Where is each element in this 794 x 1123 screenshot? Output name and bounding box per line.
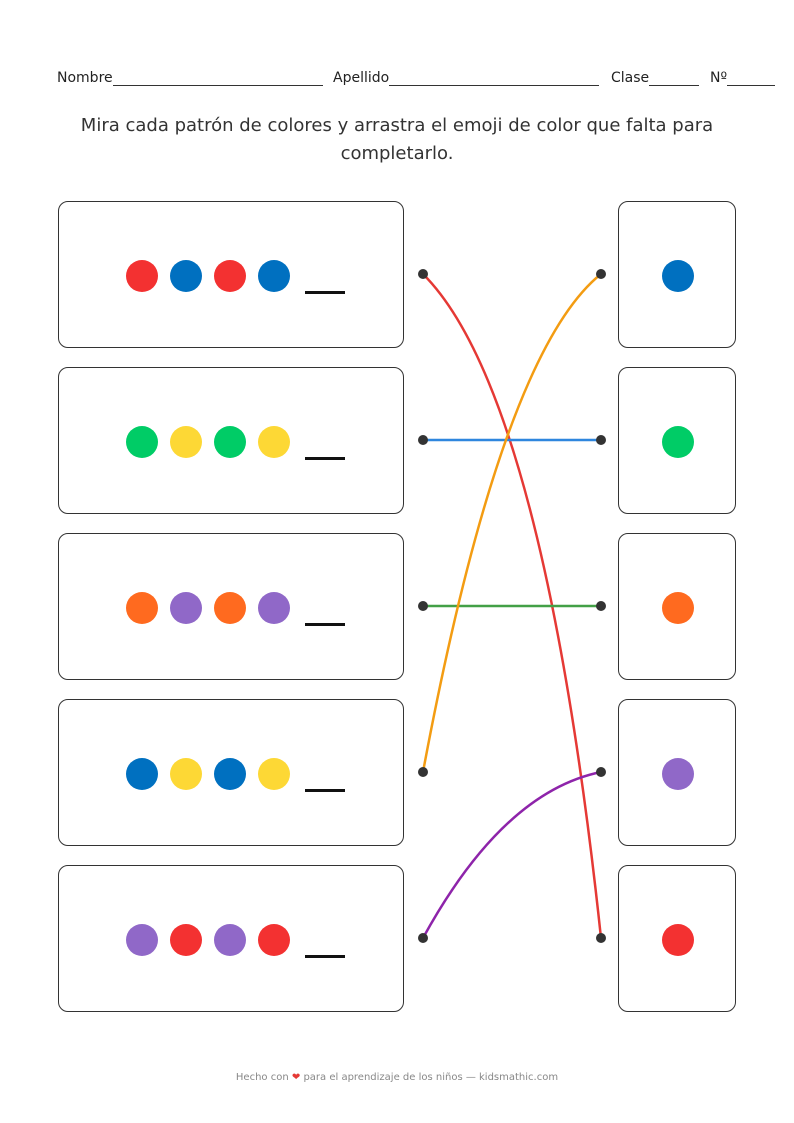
- class-field[interactable]: Clase: [611, 70, 700, 86]
- instructions: Mira cada patrón de colores y arrastra e…: [80, 115, 714, 164]
- surname-field[interactable]: Apellido: [333, 70, 600, 86]
- pattern-dot-yellow: [170, 426, 202, 458]
- pattern-dot-purple: [170, 592, 202, 624]
- pattern-dot-red: [170, 924, 202, 956]
- left-connector-dot[interactable]: [418, 933, 428, 943]
- option-box[interactable]: [618, 865, 736, 1012]
- right-connector-dot[interactable]: [596, 269, 606, 279]
- pattern-dot-orange: [126, 592, 158, 624]
- missing-blank[interactable]: [305, 955, 345, 958]
- pattern-box: [58, 865, 404, 1012]
- connection-line: [421, 273, 602, 773]
- pattern-dot-yellow: [170, 758, 202, 790]
- option-box[interactable]: [618, 201, 736, 348]
- pattern-dot-blue: [214, 758, 246, 790]
- option-box[interactable]: [618, 699, 736, 846]
- pattern-dot-red: [258, 924, 290, 956]
- pattern-dot-green: [214, 426, 246, 458]
- pattern-dot-blue: [126, 758, 158, 790]
- option-dot-orange[interactable]: [662, 592, 694, 624]
- pattern-box: [58, 533, 404, 680]
- pattern-dot-purple: [126, 924, 158, 956]
- name-label: Nombre: [57, 70, 113, 86]
- connection-line: [421, 770, 602, 939]
- pattern-dot-red: [214, 260, 246, 292]
- left-connector-dot[interactable]: [418, 435, 428, 445]
- right-connector-dot[interactable]: [596, 601, 606, 611]
- missing-blank[interactable]: [305, 291, 345, 294]
- left-connector-dot[interactable]: [418, 767, 428, 777]
- pattern-dot-orange: [214, 592, 246, 624]
- pattern-box: [58, 367, 404, 514]
- footer-text-post: para el aprendizaje de los niños — kidsm…: [303, 1072, 559, 1083]
- right-connector-dot[interactable]: [596, 933, 606, 943]
- footer: Hecho con ❤ para el aprendizaje de los n…: [0, 1072, 794, 1083]
- option-dot-red[interactable]: [662, 924, 694, 956]
- heart-icon: ❤: [291, 1072, 301, 1083]
- footer-text-pre: Hecho con: [235, 1072, 289, 1083]
- pattern-dot-green: [126, 426, 158, 458]
- pattern-dot-blue: [170, 260, 202, 292]
- pattern-box: [58, 699, 404, 846]
- pattern-dot-blue: [258, 260, 290, 292]
- option-dot-blue[interactable]: [662, 260, 694, 292]
- missing-blank[interactable]: [305, 457, 345, 460]
- option-box[interactable]: [618, 533, 736, 680]
- right-connector-dot[interactable]: [596, 435, 606, 445]
- number-field[interactable]: Nº: [710, 70, 776, 86]
- class-label: Clase: [611, 70, 650, 86]
- pattern-dot-yellow: [258, 426, 290, 458]
- left-connector-dot[interactable]: [418, 269, 428, 279]
- right-connector-dot[interactable]: [596, 767, 606, 777]
- pattern-dot-red: [126, 260, 158, 292]
- missing-blank[interactable]: [305, 623, 345, 626]
- name-field[interactable]: Nombre: [57, 70, 323, 86]
- option-dot-purple[interactable]: [662, 758, 694, 790]
- pattern-dot-purple: [214, 924, 246, 956]
- pattern-dot-yellow: [258, 758, 290, 790]
- left-connector-dot[interactable]: [418, 601, 428, 611]
- connection-line: [422, 273, 603, 939]
- pattern-dot-purple: [258, 592, 290, 624]
- option-box[interactable]: [618, 367, 736, 514]
- surname-label: Apellido: [333, 70, 390, 86]
- option-dot-green[interactable]: [662, 426, 694, 458]
- number-label: Nº: [710, 70, 728, 86]
- missing-blank[interactable]: [305, 789, 345, 792]
- pattern-box: [58, 201, 404, 348]
